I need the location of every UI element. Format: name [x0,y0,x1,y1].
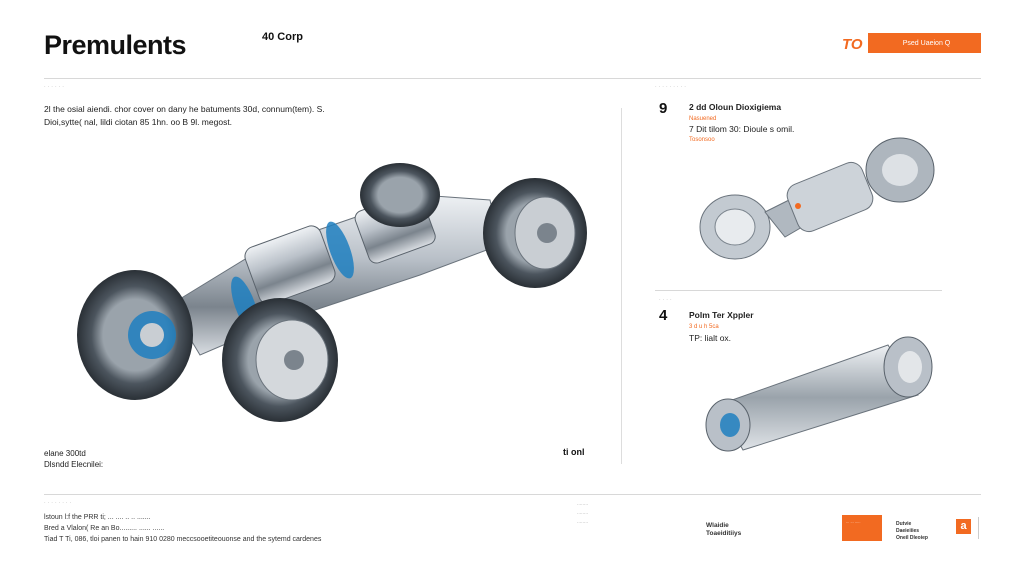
wheel-right [483,178,587,288]
card1-number: 9 [659,100,668,117]
main-caption-line-1: elane 300td [44,449,86,458]
card2-subtitle: 3 d u h 5ca [689,324,719,330]
footer-orange-card[interactable]: ... ... ..... [842,515,882,541]
footer-tag-left: · · · · · · · · [44,500,72,506]
card2-number: 4 [659,307,668,324]
axle-assembly-illustration [77,163,587,422]
dimension-label: ti onl [563,447,585,457]
footer-line-3: Tiad T Ti, 086, tloi panen to hain 910 0… [44,536,322,543]
footer-meta-1: ........ [577,501,589,507]
card2-tag-small: · · · · [659,297,672,303]
wheel-left-back [77,270,193,400]
intro-line-2: Dioi,sytte( nal, lildi ciotan 85 1hn. oo… [44,117,233,127]
card1-title: 2 dd Oloun Dioxigiema [689,102,782,112]
footer-line-2: Bred a Vlalon( Re an Bo......... ...... … [44,525,165,532]
footer-links: Wlaidie Toaeiditiiys [706,522,741,538]
footer-brand-1: Dutvie [896,521,912,527]
column-divider [621,108,622,464]
footer-brand-3: Oneil Dleoiep [896,535,928,541]
footer-brand-2: Daeieiiies [896,528,920,534]
footer-vertical-rule [978,517,979,539]
section-tag-right: · · · · · · · · · [655,84,687,90]
differential-illustration [699,137,935,260]
main-caption: elane 300td Dlsndd Elecnilei: [44,448,103,470]
logo-icon: a [956,519,971,534]
card-divider [655,290,942,291]
intro-line-1: 2l the osial aiendi. chor cover on dany … [44,104,325,114]
card2-description: TP: lialt ox. [689,333,732,343]
footer-brand: Dutvie Daeieiiies Oneil Dleoiep [896,521,928,542]
footer-meta: ........ ........ ........ [577,500,588,527]
wheel-left-front [222,298,338,422]
main-caption-line-2: Dlsndd Elecnilei: [44,460,104,469]
section-tag-left: · · · · · · [44,84,65,90]
card1-tag: Tosonsoo [689,137,715,143]
footer-meta-3: ........ [577,519,589,525]
footer-meta-2: ........ [577,510,589,516]
footer-link-2[interactable]: Toaeiditiiys [706,530,742,537]
footer-text: lstoun l:f the PRR ti; ... .... .. .. ..… [44,512,321,545]
driveshaft-illustration [705,336,933,452]
shaft [169,191,501,356]
card1-subtitle: Nasuened [689,116,717,122]
footer-line-1: lstoun l:f the PRR ti; ... .... .. .. ..… [44,514,151,521]
intro-text: 2l the osial aiendi. chor cover on dany … [44,103,325,129]
wheel-rear-top [360,163,440,227]
page-title: Premulents [44,30,187,60]
card1-description: 7 Dit tilom 30: Dioule s omil. [689,124,795,134]
header-action-button[interactable]: Psed Uaeion Q [868,33,981,53]
brand-mark: TO [842,36,863,53]
corp-label: 40 Corp [262,31,303,43]
footer-link-1[interactable]: Wlaidie [706,522,729,529]
card2-title: Polm Ter Xppler [689,310,754,320]
footer-divider [44,494,981,495]
header-divider [44,78,981,79]
